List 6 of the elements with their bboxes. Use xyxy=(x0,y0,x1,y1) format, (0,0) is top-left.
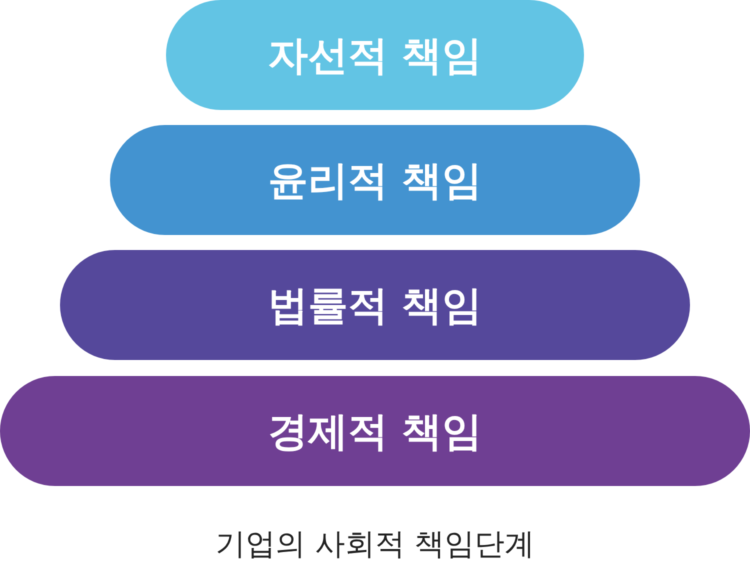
tier-label: 윤리적 책임 xyxy=(268,156,482,206)
caption: 기업의 사회적 책임단계 xyxy=(215,527,535,562)
tier-label: 법률적 책임 xyxy=(268,282,482,330)
tier-label: 경제적 책임 xyxy=(268,408,482,456)
tier-label: 자선적 책임 xyxy=(268,32,482,80)
tier-band xyxy=(0,376,750,486)
